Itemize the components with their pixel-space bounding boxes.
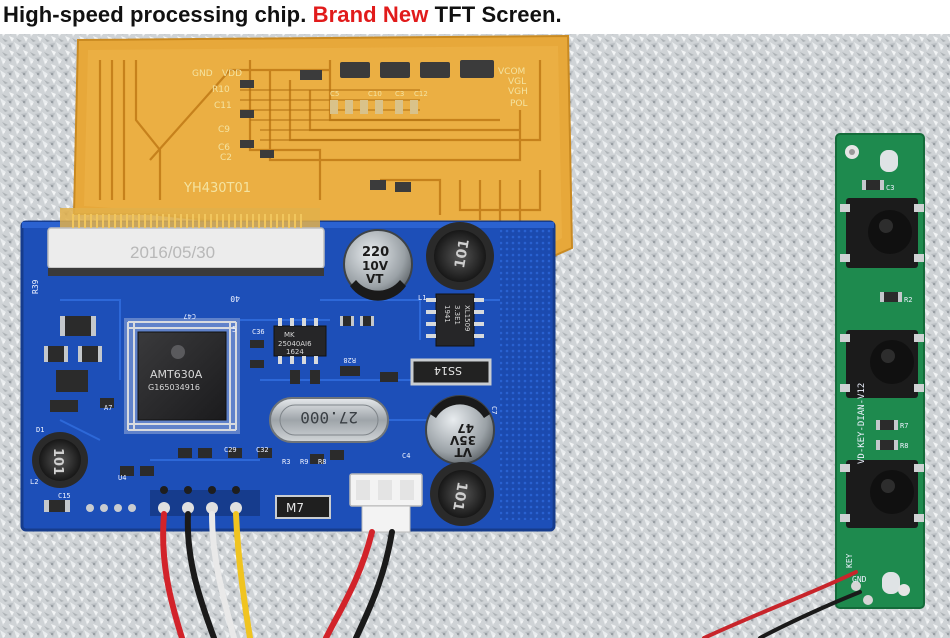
headline-brand-new: Brand New (312, 2, 429, 27)
fpc-label-c11: C11 (214, 101, 232, 111)
fpc-label-c10: C10 (368, 90, 382, 98)
silk-r3: R3 (282, 458, 290, 466)
fpc-label-c6: C6 (218, 143, 230, 153)
regulator-label-3: 1941 (443, 305, 451, 323)
inductor-bottom-label: 101 (449, 480, 470, 512)
regulator-label-2: 3.3E1 (453, 305, 461, 325)
keypad-gnd-label: GND (852, 575, 867, 584)
fpc-label-vdd: VDD (222, 69, 242, 79)
main-pcb: 2016/05/30 AMT630A G165034916 (20, 208, 556, 533)
chip-label-line2: G165034916 (148, 383, 200, 392)
headline-part3: TFT Screen. (434, 2, 562, 27)
board-photo-svg: GND VDD R10 C11 C9 C6 C2 VCOM VGL VGH PO… (0, 34, 950, 638)
silk-r9: R9 (300, 458, 308, 466)
capacitor-220uf: 220 10V VT (343, 229, 413, 301)
cap-small-line3: VT (454, 445, 472, 459)
headline-part1: High-speed processing chip. (3, 2, 307, 27)
eeprom-label-3: 1624 (286, 348, 304, 356)
diode-label: SS14 (434, 364, 462, 377)
silk-c36: C36 (252, 328, 265, 336)
fpc-label-vcom: VCOM (498, 67, 525, 77)
regulator-chip: XL1509 3.3E1 1941 (426, 293, 484, 347)
signal-wires (160, 511, 395, 638)
silk-r39: R39 (31, 279, 40, 294)
silk-l1: L1 (418, 294, 426, 302)
silk-c32: C32 (256, 446, 269, 454)
diode-m7: M7 (275, 495, 331, 519)
eeprom-label-2: 25040AI6 (278, 340, 312, 348)
silk-40: 40 (230, 294, 240, 303)
keypad-silk-r2: R2 (904, 296, 912, 304)
silk-l2: L2 (30, 478, 38, 486)
chip-label-line1: AMT630A (150, 368, 203, 381)
board-photo: GND VDD R10 C11 C9 C6 C2 VCOM VGL VGH PO… (0, 34, 950, 638)
fpc-label-c9: C9 (218, 125, 230, 135)
fpc-label-pol: POL (510, 99, 528, 109)
silk-d1: D1 (36, 426, 44, 434)
cap-small-line1: 47 (457, 421, 474, 435)
date-label: 2016/05/30 (130, 243, 215, 262)
keypad-model-label: VD-KEY-DIAN-V12 (857, 383, 867, 464)
silk-a7: A7 (104, 404, 112, 412)
fpc-label-r10: R10 (212, 85, 230, 95)
inductor-left-label: 101 (50, 448, 65, 475)
fpc-label-vgh: VGH (508, 87, 528, 97)
headline-text: High-speed processing chip. Brand New TF… (3, 2, 562, 28)
key-button-3 (840, 460, 924, 528)
cap-large-line2: 10V (362, 259, 389, 273)
eeprom-label-1: MK (284, 331, 295, 339)
silk-r8: R8 (318, 458, 326, 466)
headline-banner: High-speed processing chip. Brand New TF… (0, 0, 950, 34)
capacitor-47uf: 47 35V VT (425, 395, 495, 465)
silk-c4: C4 (402, 452, 410, 460)
diode-ss14: SS14 (410, 358, 492, 386)
keypad-silk-r8: R8 (900, 442, 908, 450)
cap-large-line3: VT (366, 272, 384, 286)
inductor-bottom: 101 (430, 462, 494, 526)
key-button-2 (840, 330, 924, 398)
silk-c7: C7 (490, 406, 498, 414)
silk-u4: U4 (118, 474, 126, 482)
fpc-label-vgl: VGL (508, 77, 526, 87)
keypad-wires (702, 570, 862, 638)
silk-5: 5 (232, 325, 237, 334)
wire-header (150, 486, 260, 516)
key-button-1 (840, 198, 924, 268)
silk-r28: R28 (343, 356, 356, 364)
keypad-key-label: KEY (845, 553, 854, 568)
fpc-label-c3: C3 (395, 90, 404, 98)
silk-c47: C47 (183, 312, 196, 320)
m7-label: M7 (286, 501, 304, 515)
fpc-label-c2: C2 (220, 153, 232, 163)
inductor-top: 101 (426, 222, 494, 290)
cap-small-line2: 35V (449, 433, 476, 447)
fpc-model-label: YH430T01 (183, 181, 251, 196)
keypad-board: C3 R2 R7 R8 VD-KEY-DIAN-V12 KEY GND (835, 133, 925, 609)
fpc-label-c5: C5 (330, 90, 339, 98)
keypad-silk-c3: C3 (886, 184, 894, 192)
silk-c15: C15 (58, 492, 71, 500)
silk-c29: C29 (224, 446, 237, 454)
cap-large-line1: 220 (362, 245, 389, 260)
keypad-silk-r7: R7 (900, 422, 908, 430)
inductor-top-label: 101 (452, 238, 473, 270)
crystal-oscillator: 27.000 (269, 397, 389, 443)
main-processor-chip: AMT630A G165034916 (124, 318, 240, 434)
fpc-label-gnd: GND (192, 69, 213, 79)
power-connector (349, 473, 423, 533)
fpc-label-c12: C12 (414, 90, 428, 98)
eeprom-chip: MK 25040AI6 1624 (273, 318, 327, 364)
inductor-left: 101 (32, 432, 88, 488)
crystal-label: 27.000 (300, 408, 358, 427)
regulator-label-1: XL1509 (463, 305, 471, 332)
